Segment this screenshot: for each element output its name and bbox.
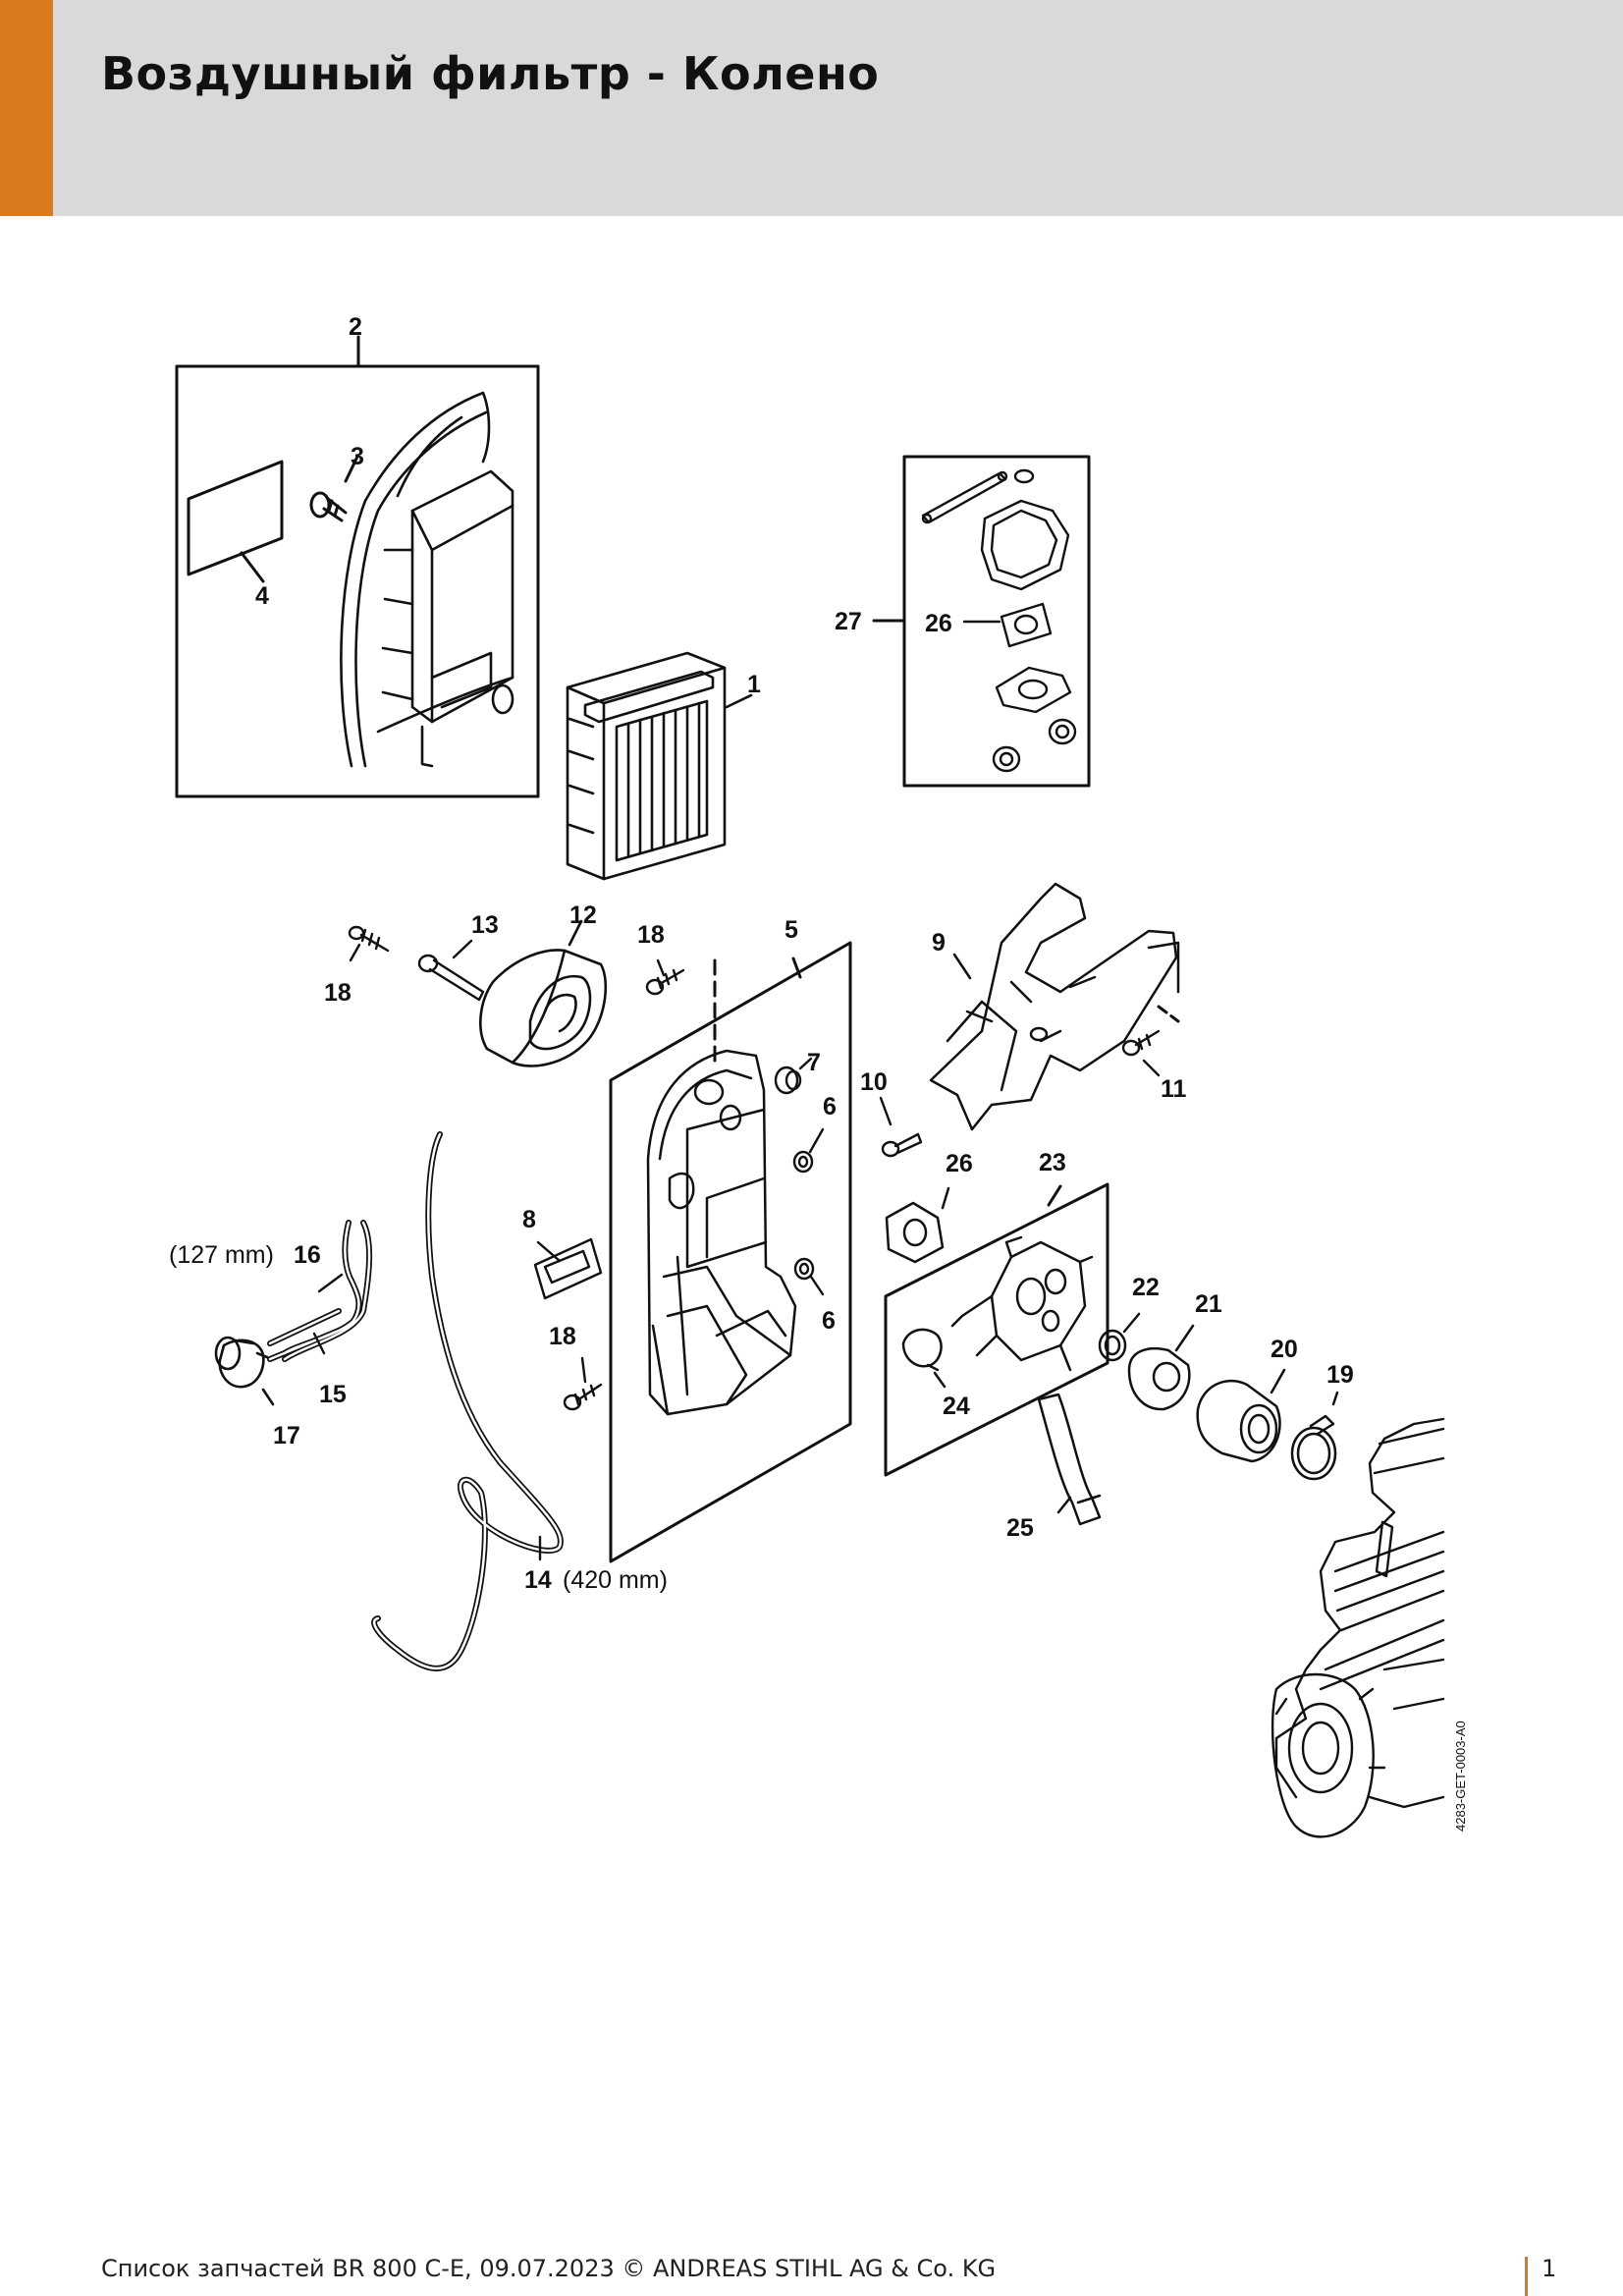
grommet-part-6-a xyxy=(792,1127,825,1174)
callout-19: 19 xyxy=(1326,1361,1354,1389)
callout-3: 3 xyxy=(351,443,364,470)
callout-2: 2 xyxy=(349,313,362,341)
callout-25: 25 xyxy=(1006,1514,1034,1542)
callout-10: 10 xyxy=(860,1068,888,1096)
callout-7: 7 xyxy=(807,1049,821,1076)
callout-9: 9 xyxy=(932,929,946,957)
primer-bulb-part-17 xyxy=(214,1336,275,1406)
plate-part-8 xyxy=(533,1237,603,1300)
callout-16: 16 xyxy=(294,1241,321,1269)
page-number: 1 xyxy=(1542,2255,1557,2282)
hose-clamp-part-19 xyxy=(1290,1391,1339,1481)
callout-27: 27 xyxy=(835,608,862,635)
callout-14-length: (420 mm) xyxy=(563,1566,668,1594)
screw-part-11 xyxy=(1121,1029,1161,1077)
header-accent-bar xyxy=(0,0,53,216)
callout-16-length: (127 mm) xyxy=(169,1241,274,1269)
callout-4: 4 xyxy=(255,582,269,610)
long-screw-part-13 xyxy=(417,939,485,1002)
callout-6-upper: 6 xyxy=(823,1093,837,1121)
callout-8: 8 xyxy=(522,1206,536,1233)
callout-21: 21 xyxy=(1195,1290,1222,1318)
callout-13: 13 xyxy=(471,911,499,939)
callout-14: 14 xyxy=(524,1566,552,1594)
footer-text: Список запчастей BR 800 C-E, 09.07.2023 … xyxy=(101,2255,997,2282)
screw-part-18-a xyxy=(348,925,390,962)
grommet-part-7 xyxy=(774,1057,813,1095)
carburetor-part-23 xyxy=(950,1235,1094,1372)
choke-knob-part-24 xyxy=(901,1328,947,1389)
screw-part-18-b xyxy=(645,958,685,996)
callout-18-lower: 18 xyxy=(549,1323,576,1350)
gasket-set-part-27 xyxy=(921,468,1070,591)
callout-15: 15 xyxy=(319,1381,347,1408)
callout-17: 17 xyxy=(273,1422,300,1449)
kit-box-23 xyxy=(884,1182,1109,1477)
gasket-part-26 xyxy=(885,1186,950,1264)
callout-18-middle: 18 xyxy=(637,921,665,949)
footer-divider xyxy=(1525,2257,1528,2296)
callout-6-lower: 6 xyxy=(822,1307,836,1335)
page-header xyxy=(0,0,1623,216)
elbow-hose-part-25 xyxy=(1037,1393,1102,1526)
drawing-code: 4283-GET-0003-A0 xyxy=(1453,1721,1468,1831)
callout-12: 12 xyxy=(569,902,597,929)
page-title: Воздушный фильтр - Колено xyxy=(101,47,880,100)
intake-manifold-part-20 xyxy=(1196,1368,1286,1463)
kit-box-2 xyxy=(175,364,540,798)
ring-part-22 xyxy=(1098,1312,1141,1362)
callout-1: 1 xyxy=(747,671,761,698)
callout-20: 20 xyxy=(1271,1336,1298,1363)
carburetor-box-part-5 xyxy=(646,1049,797,1416)
intake-cover-part-12 xyxy=(479,919,608,1067)
callout-26-set: 26 xyxy=(925,610,952,637)
label-plate-part-4 xyxy=(187,460,284,583)
callout-11: 11 xyxy=(1161,1075,1187,1103)
callout-23: 23 xyxy=(1039,1149,1066,1176)
callout-26: 26 xyxy=(946,1150,973,1177)
air-filter-part-1 xyxy=(566,651,753,881)
screw-part-3 xyxy=(309,455,359,522)
screw-part-18-c xyxy=(563,1356,603,1411)
flange-part-21 xyxy=(1127,1324,1195,1411)
callout-18-left: 18 xyxy=(324,979,352,1007)
filter-cover-part-2 xyxy=(340,391,514,768)
grommet-part-6-b xyxy=(793,1257,825,1296)
gasket-part-26-in-set xyxy=(962,602,1053,648)
callout-24: 24 xyxy=(943,1393,970,1420)
callout-22: 22 xyxy=(1132,1274,1160,1301)
bracket-part-9 xyxy=(929,882,1180,1131)
gasket-plate xyxy=(995,666,1072,714)
callout-5: 5 xyxy=(784,916,798,944)
oil-seal-rings xyxy=(992,718,1077,773)
engine-cylinder-crankcase xyxy=(1271,1417,1445,1838)
kit-box-5 xyxy=(609,941,852,1563)
screw-part-10 xyxy=(879,1096,923,1158)
